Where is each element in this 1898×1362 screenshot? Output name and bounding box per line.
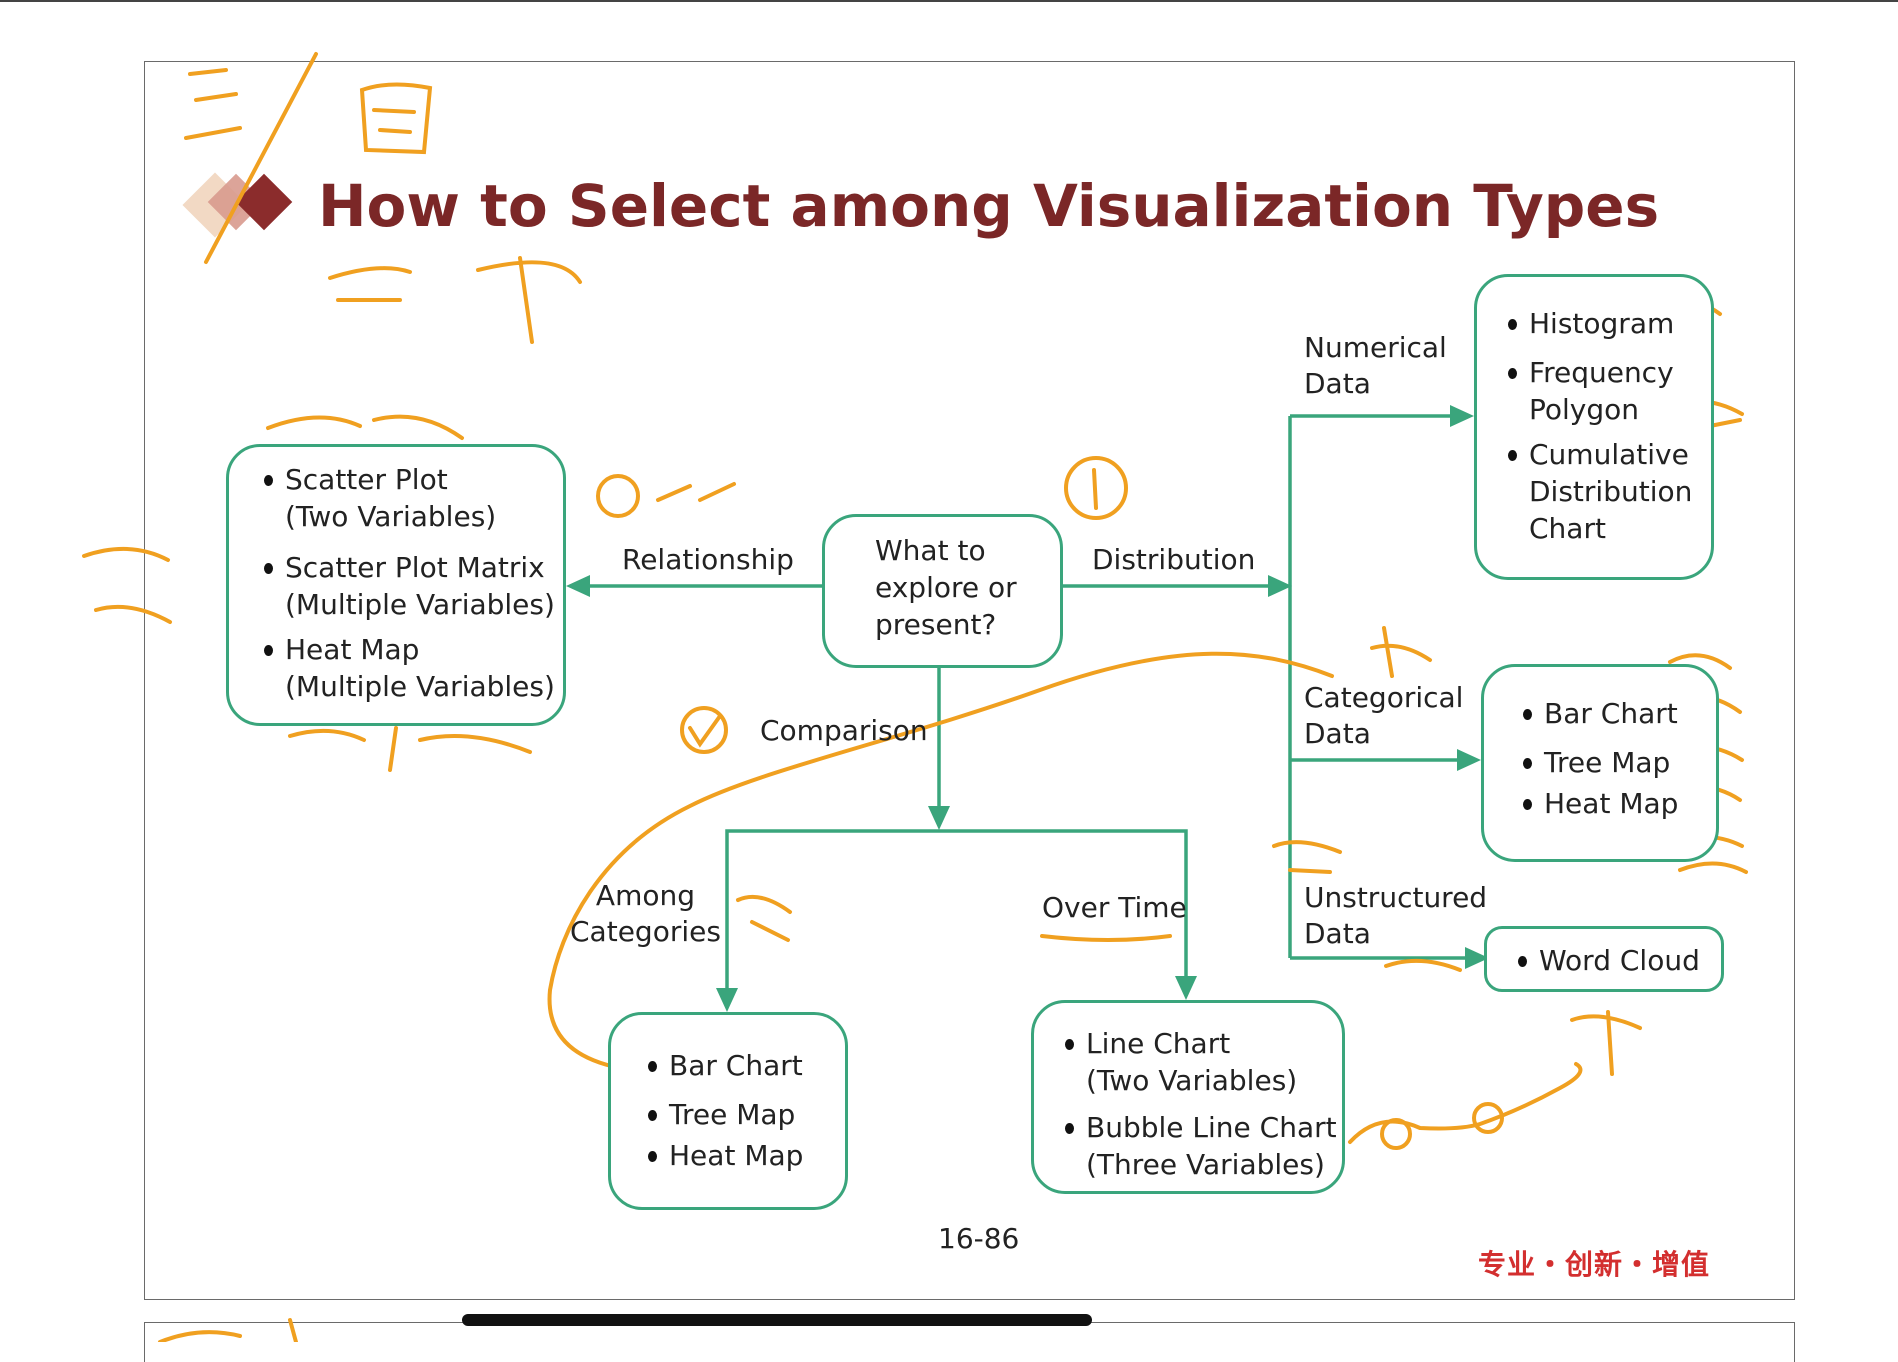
- center-question-line: present?: [875, 608, 997, 641]
- scribble-text-data: [1272, 840, 1342, 874]
- list-item: Bar Chart: [647, 1047, 845, 1084]
- list-item: Bar Chart: [1522, 695, 1716, 732]
- arrowheads: [566, 405, 1489, 1012]
- center-question-line: explore or: [875, 571, 1017, 604]
- circle-three-icon: [596, 474, 640, 518]
- scribble-conditions: [328, 256, 582, 344]
- top-divider: [0, 0, 1898, 2]
- link-node-b-icon: [1472, 1102, 1504, 1134]
- arrow-among-icon: [716, 988, 738, 1012]
- slide-frame: [144, 61, 1795, 1300]
- center-question-line: What to: [875, 534, 986, 567]
- list-item: Bubble Line Chart(Three Variables): [1064, 1109, 1342, 1183]
- scribble-tu: [359, 82, 433, 155]
- slide-title: How to Select among Visualization Types: [318, 172, 1660, 240]
- relationship-box: Scatter Plot(Two Variables) Scatter Plot…: [226, 444, 566, 726]
- list-item: Heat Map: [647, 1137, 845, 1174]
- label-categorical: Categorical Data: [1304, 680, 1463, 752]
- link-node-a-icon: [1380, 1118, 1412, 1150]
- scribble-cluster: [736, 895, 792, 942]
- circle-one-icon: [1064, 456, 1128, 520]
- arrow-unstructured-icon: [1465, 947, 1489, 969]
- list-item: Scatter Plot Matrix(Multiple Variables): [263, 549, 563, 623]
- label-line: Unstructured: [1304, 881, 1488, 914]
- list-item: Line Chart(Two Variables): [1064, 1025, 1342, 1099]
- numeral-two: [688, 714, 722, 748]
- scribble-next-slide: [158, 1318, 298, 1342]
- numeral-one: [1092, 468, 1098, 510]
- list-item: Heat Map(Multiple Variables): [263, 631, 563, 705]
- arrow-relationship-icon: [566, 575, 590, 597]
- label-over-time: Over Time: [1042, 891, 1187, 924]
- handwritten-annotations: [82, 52, 1748, 1342]
- unstructured-box: Word Cloud: [1484, 926, 1724, 992]
- label-line: Data: [1304, 717, 1371, 750]
- center-question-text: What to explore or present?: [875, 532, 1017, 643]
- center-question-box: [822, 514, 1063, 668]
- list-item: Scatter Plot(Two Variables): [263, 461, 563, 535]
- arrow-comparison-icon: [928, 806, 950, 830]
- slash-mark: [204, 52, 318, 264]
- label-among-categories: Among Categories: [570, 878, 721, 950]
- label-line: Data: [1304, 917, 1371, 950]
- arrow-overtime-icon: [1175, 976, 1197, 1000]
- label-numerical: Numerical Data: [1304, 330, 1447, 402]
- label-relationship: Relationship: [622, 543, 794, 576]
- categorical-box: Bar Chart Tree Map Heat Map: [1481, 664, 1719, 862]
- label-line: Categories: [570, 915, 721, 948]
- scribble-xy: [656, 482, 736, 502]
- over-time-box: Line Chart(Two Variables) Bubble Line Ch…: [1031, 1000, 1345, 1194]
- label-line: Data: [1304, 367, 1371, 400]
- list-item: Heat Map: [1522, 785, 1716, 822]
- list-item: Tree Map: [1522, 744, 1716, 781]
- scribble-wordcloud: [1570, 1010, 1642, 1076]
- among-categories-box: Bar Chart Tree Map Heat Map: [608, 1012, 848, 1210]
- connect-curve: [547, 651, 1334, 1070]
- scribble-text-sub: [1384, 958, 1462, 972]
- list-item: Histogram: [1507, 305, 1711, 342]
- circle-two-icon: [680, 706, 728, 754]
- scribble-scatter-note: [266, 414, 464, 440]
- label-unstructured: Unstructured Data: [1304, 880, 1487, 952]
- list-item: Word Cloud: [1517, 942, 1721, 979]
- flow-lines: [584, 414, 1472, 1000]
- scroll-handle[interactable]: [462, 1314, 1092, 1326]
- label-line: Among: [595, 879, 696, 912]
- scribble-matrix-note: [82, 546, 172, 624]
- arrow-numerical-icon: [1450, 405, 1474, 427]
- arrow-distribution-icon: [1268, 575, 1292, 597]
- label-line: Numerical: [1304, 331, 1447, 364]
- scribble-heatmap-note: [288, 726, 532, 772]
- list-item: Tree Map: [647, 1096, 845, 1133]
- footer-brand-mark: 专业・创新・增值: [1478, 1248, 1711, 1281]
- arrow-categorical-icon: [1457, 749, 1481, 771]
- label-distribution: Distribution: [1092, 543, 1256, 576]
- underline-over-time: [1040, 934, 1172, 942]
- label-line: Categorical: [1304, 681, 1464, 714]
- page-number: 16-86: [938, 1222, 1020, 1255]
- label-comparison: Comparison: [760, 714, 928, 747]
- scribble-categorical: [1370, 626, 1432, 678]
- scribble-three: [184, 68, 242, 140]
- edge-split: [725, 829, 1188, 1000]
